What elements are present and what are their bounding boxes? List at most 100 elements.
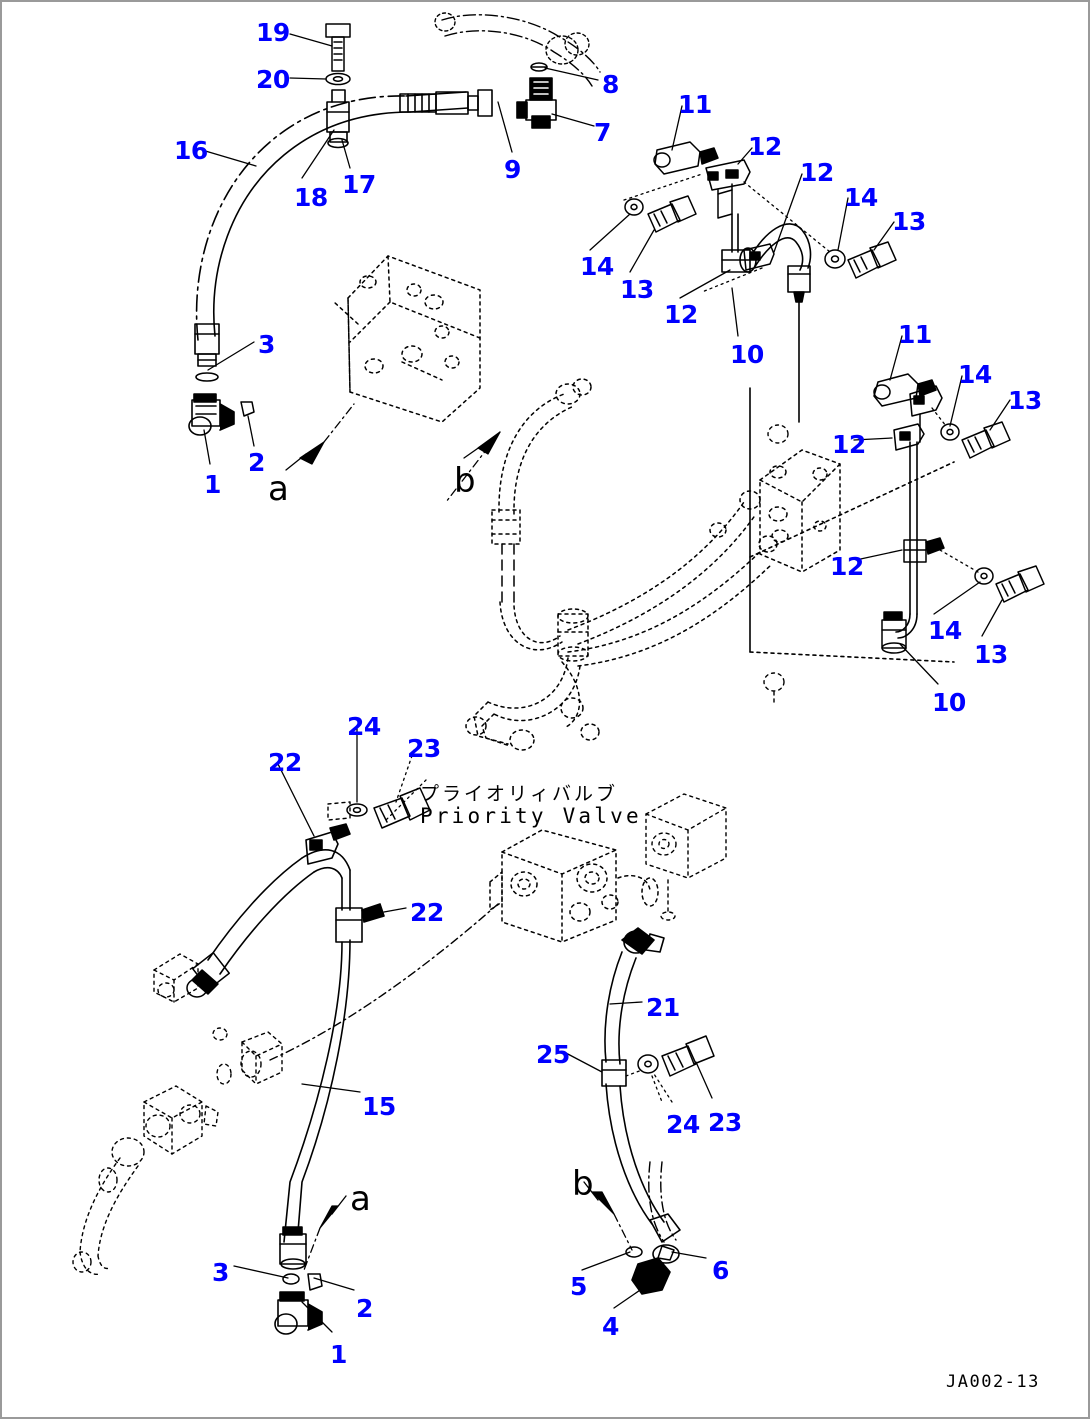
callout-15: 15 [362, 1092, 396, 1121]
callout-11: 11 [898, 320, 932, 349]
hose-21-top-fitting [621, 927, 665, 955]
bolt-13-lower-a [961, 421, 1011, 459]
phantom-valve-block-right [759, 449, 841, 573]
callout-2: 2 [248, 448, 265, 477]
elbow-1-bottom [274, 1291, 323, 1335]
mounting-plate-right [749, 387, 955, 663]
callout-10: 10 [932, 688, 966, 717]
callout-10: 10 [730, 340, 764, 369]
hose-21 [601, 927, 715, 1264]
callout-12: 12 [832, 430, 866, 459]
phantom-valve-body-top [333, 255, 481, 423]
callout-9: 9 [504, 155, 521, 184]
bolt-13-lower-b [995, 565, 1045, 603]
oring-2-bottom [307, 1273, 323, 1291]
clamp-22-top [305, 823, 351, 865]
callout-22: 22 [268, 748, 302, 777]
clamp-12-lower-a [893, 423, 925, 451]
plug-8 [530, 62, 548, 72]
oring-2-top [240, 401, 255, 417]
callout-24: 24 [347, 712, 381, 741]
washer-24-right [637, 1054, 659, 1074]
callout-5: 5 [570, 1272, 587, 1301]
hose-21-end-fitting [649, 1213, 681, 1264]
callout-13: 13 [1008, 386, 1042, 415]
clamp-25 [601, 1059, 627, 1087]
callout-21: 21 [646, 993, 680, 1022]
phantom-hose-top-nut [434, 12, 590, 65]
callout-16: 16 [174, 136, 208, 165]
callout-1: 1 [204, 470, 221, 499]
callout-3: 3 [258, 330, 275, 359]
clamp-22-lower [335, 903, 385, 943]
bracket-12-mid [743, 243, 775, 271]
washer-24-left [346, 803, 368, 817]
oring-6-bottom [657, 1245, 675, 1261]
clamp-12-lower-b [903, 537, 945, 563]
bolt-23-right [661, 1035, 715, 1077]
bracket-12-lower-upper [909, 385, 943, 443]
washer-14-left [624, 198, 644, 216]
callout-12: 12 [800, 158, 834, 187]
callout-20: 20 [256, 65, 290, 94]
washer-14-lower-b [974, 567, 994, 585]
callout-14: 14 [580, 252, 614, 281]
phantom-piping-center [465, 378, 778, 751]
washer-14-upper [824, 249, 846, 269]
callout-14: 14 [958, 360, 992, 389]
callout-1: 1 [330, 1340, 347, 1369]
leader-lines [201, 33, 1011, 1333]
priority-valve-caption: プライオリィバルブ Priority Valve [420, 784, 642, 828]
ref-a-bottom: a [350, 1179, 371, 1219]
callout-8: 8 [602, 70, 619, 99]
callout-13: 13 [974, 640, 1008, 669]
drawing-code: JA002-13 [946, 1372, 1040, 1392]
section-ref-arrows [285, 403, 633, 1271]
phantom-hose-top [441, 14, 601, 87]
bracket-12-upper [705, 159, 751, 219]
bolt-13-upper [847, 241, 897, 279]
washer-20 [325, 72, 351, 86]
hose-16 [195, 95, 407, 341]
callout-23: 23 [708, 1108, 742, 1137]
callout-3: 3 [212, 1258, 229, 1287]
callout-14: 14 [928, 616, 962, 645]
callout-14: 14 [844, 183, 878, 212]
phantom-block-pump-right [645, 793, 727, 921]
hose-10-assembly-lower [873, 373, 1045, 654]
callout-11: 11 [678, 90, 712, 119]
callout-18: 18 [294, 183, 328, 212]
ref-b-top: b [454, 461, 476, 501]
phantom-priority-valve [489, 829, 659, 943]
bolt-19 [325, 23, 351, 72]
callout-7: 7 [594, 118, 611, 147]
bracket-phantom-left [327, 801, 351, 821]
callout-24: 24 [666, 1110, 700, 1139]
callout-23: 23 [407, 734, 441, 763]
callout-4: 4 [602, 1312, 619, 1341]
washer-3-bottom [282, 1273, 300, 1285]
callout-25: 25 [536, 1040, 570, 1069]
elbow-1-top [188, 393, 235, 436]
bolt-23-left [373, 787, 431, 829]
phantom-hose-bottom-right [648, 1161, 677, 1243]
hose-upper-fitting-9 [399, 89, 493, 117]
hose-15 [186, 849, 385, 1270]
ref-b-bottom: b [572, 1164, 594, 1204]
hose-15-end-fitting [279, 1226, 307, 1270]
elbow-fitting-7 [516, 77, 557, 129]
callout-17: 17 [342, 170, 376, 199]
callout-19: 19 [256, 18, 290, 47]
callout-6: 6 [712, 1256, 729, 1285]
callout-12: 12 [830, 552, 864, 581]
hose-16-fitting [194, 323, 220, 382]
ref-a-top: a [268, 469, 289, 509]
callout-13: 13 [892, 207, 926, 236]
phantom-fitting-right-small [763, 424, 789, 703]
callout-22: 22 [410, 898, 444, 927]
callout-13: 13 [620, 275, 654, 304]
bolt-13-left [647, 195, 697, 233]
callout-12: 12 [748, 132, 782, 161]
